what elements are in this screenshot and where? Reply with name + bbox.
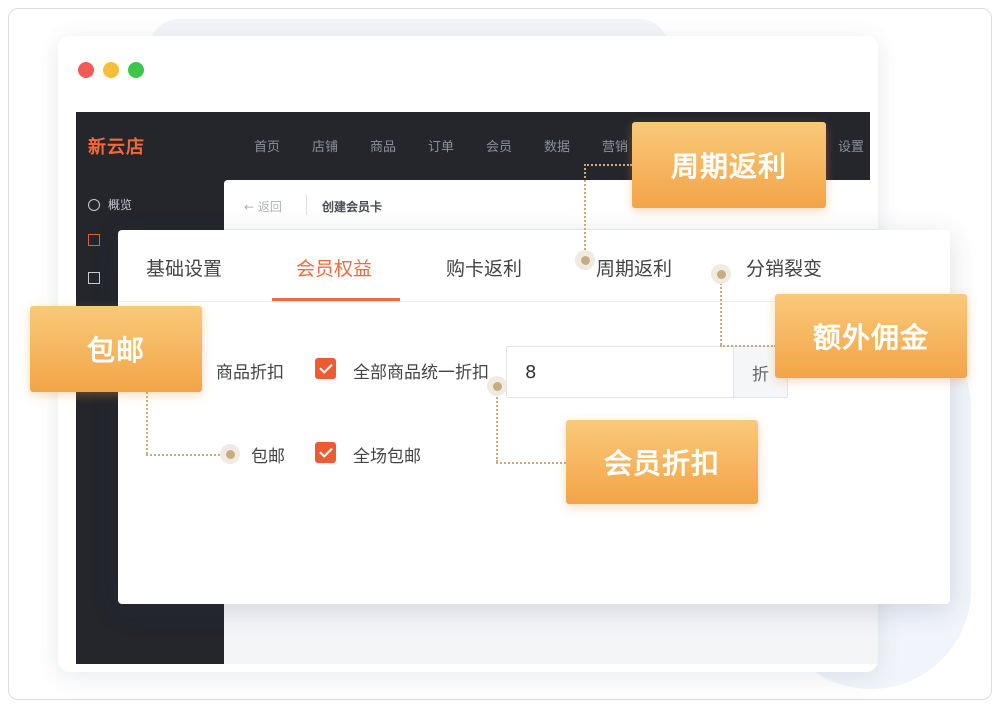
callout-member-discount: 会员折扣: [566, 420, 758, 504]
shipping-label: 包邮: [251, 447, 285, 467]
connector-knob: [487, 376, 507, 396]
document-icon: [88, 234, 100, 246]
connector-knob: [575, 250, 595, 270]
minimize-window-button[interactable]: [103, 62, 119, 78]
discount-checkbox-label[interactable]: 全部商品统一折扣: [353, 363, 489, 383]
grid-icon: [88, 272, 100, 284]
nav-item-products[interactable]: 商品: [370, 140, 397, 155]
back-link[interactable]: ← 返回: [244, 200, 282, 214]
shipping-checkbox[interactable]: [315, 442, 336, 463]
connector-line: [584, 164, 632, 166]
connector-line: [720, 275, 722, 345]
connector-line: [496, 462, 566, 464]
tab-bar: 基础设置 会员权益 购卡返利 周期返利 分销裂变: [118, 230, 950, 302]
brand-logo[interactable]: 新云店: [88, 137, 145, 158]
maximize-window-button[interactable]: [128, 62, 144, 78]
discount-checkbox[interactable]: [315, 358, 336, 379]
close-window-button[interactable]: [78, 62, 94, 78]
connector-knob: [711, 264, 731, 284]
connector-knob: [220, 444, 240, 464]
connector-line: [496, 390, 498, 462]
nav-item-members[interactable]: 会员: [486, 140, 513, 155]
sidebar-item-overview[interactable]: 概览: [88, 196, 132, 213]
active-tab-indicator: [272, 298, 400, 301]
discount-input[interactable]: [507, 347, 733, 397]
connector-line: [146, 392, 148, 454]
callout-extra-commission: 额外佣金: [775, 294, 967, 378]
callout-free-shipping: 包邮: [30, 306, 202, 392]
tab-basic-settings[interactable]: 基础设置: [146, 258, 223, 280]
discount-input-group: 折: [506, 346, 788, 398]
shipping-checkbox-label[interactable]: 全场包邮: [353, 447, 421, 467]
header-divider: [306, 195, 307, 215]
nav-item-home[interactable]: 首页: [254, 140, 281, 155]
tab-purchase-rebate[interactable]: 购卡返利: [446, 258, 523, 280]
nav-item-data[interactable]: 数据: [544, 140, 571, 155]
tab-member-benefits[interactable]: 会员权益: [296, 258, 373, 280]
connector-line: [146, 454, 224, 456]
nav-item-settings[interactable]: 设置: [837, 140, 864, 155]
sidebar-item-grid[interactable]: [88, 272, 100, 284]
sidebar-item-label: 概览: [108, 198, 133, 212]
member-card-settings-panel: 基础设置 会员权益 购卡返利 周期返利 分销裂变 商品折扣 全部商品统一折扣 折…: [118, 230, 950, 604]
sidebar-item-documents[interactable]: [88, 234, 100, 246]
tab-cycle-rebate[interactable]: 周期返利: [596, 258, 673, 280]
sidebar: 概览: [76, 178, 224, 664]
callout-cycle-rebate: 周期返利: [632, 122, 826, 208]
main-nav: 首页 店铺 商品 订单 会员 数据 营销: [254, 136, 660, 155]
connector-line: [720, 345, 776, 347]
clock-icon: [88, 198, 100, 211]
discount-label: 商品折扣: [216, 363, 284, 383]
breadcrumb: 创建会员卡: [322, 200, 383, 214]
tab-distribution[interactable]: 分销裂变: [746, 258, 823, 280]
connector-line: [584, 164, 586, 258]
nav-item-orders[interactable]: 订单: [428, 140, 455, 155]
nav-item-store[interactable]: 店铺: [312, 140, 339, 155]
nav-item-marketing[interactable]: 营销: [602, 140, 629, 155]
